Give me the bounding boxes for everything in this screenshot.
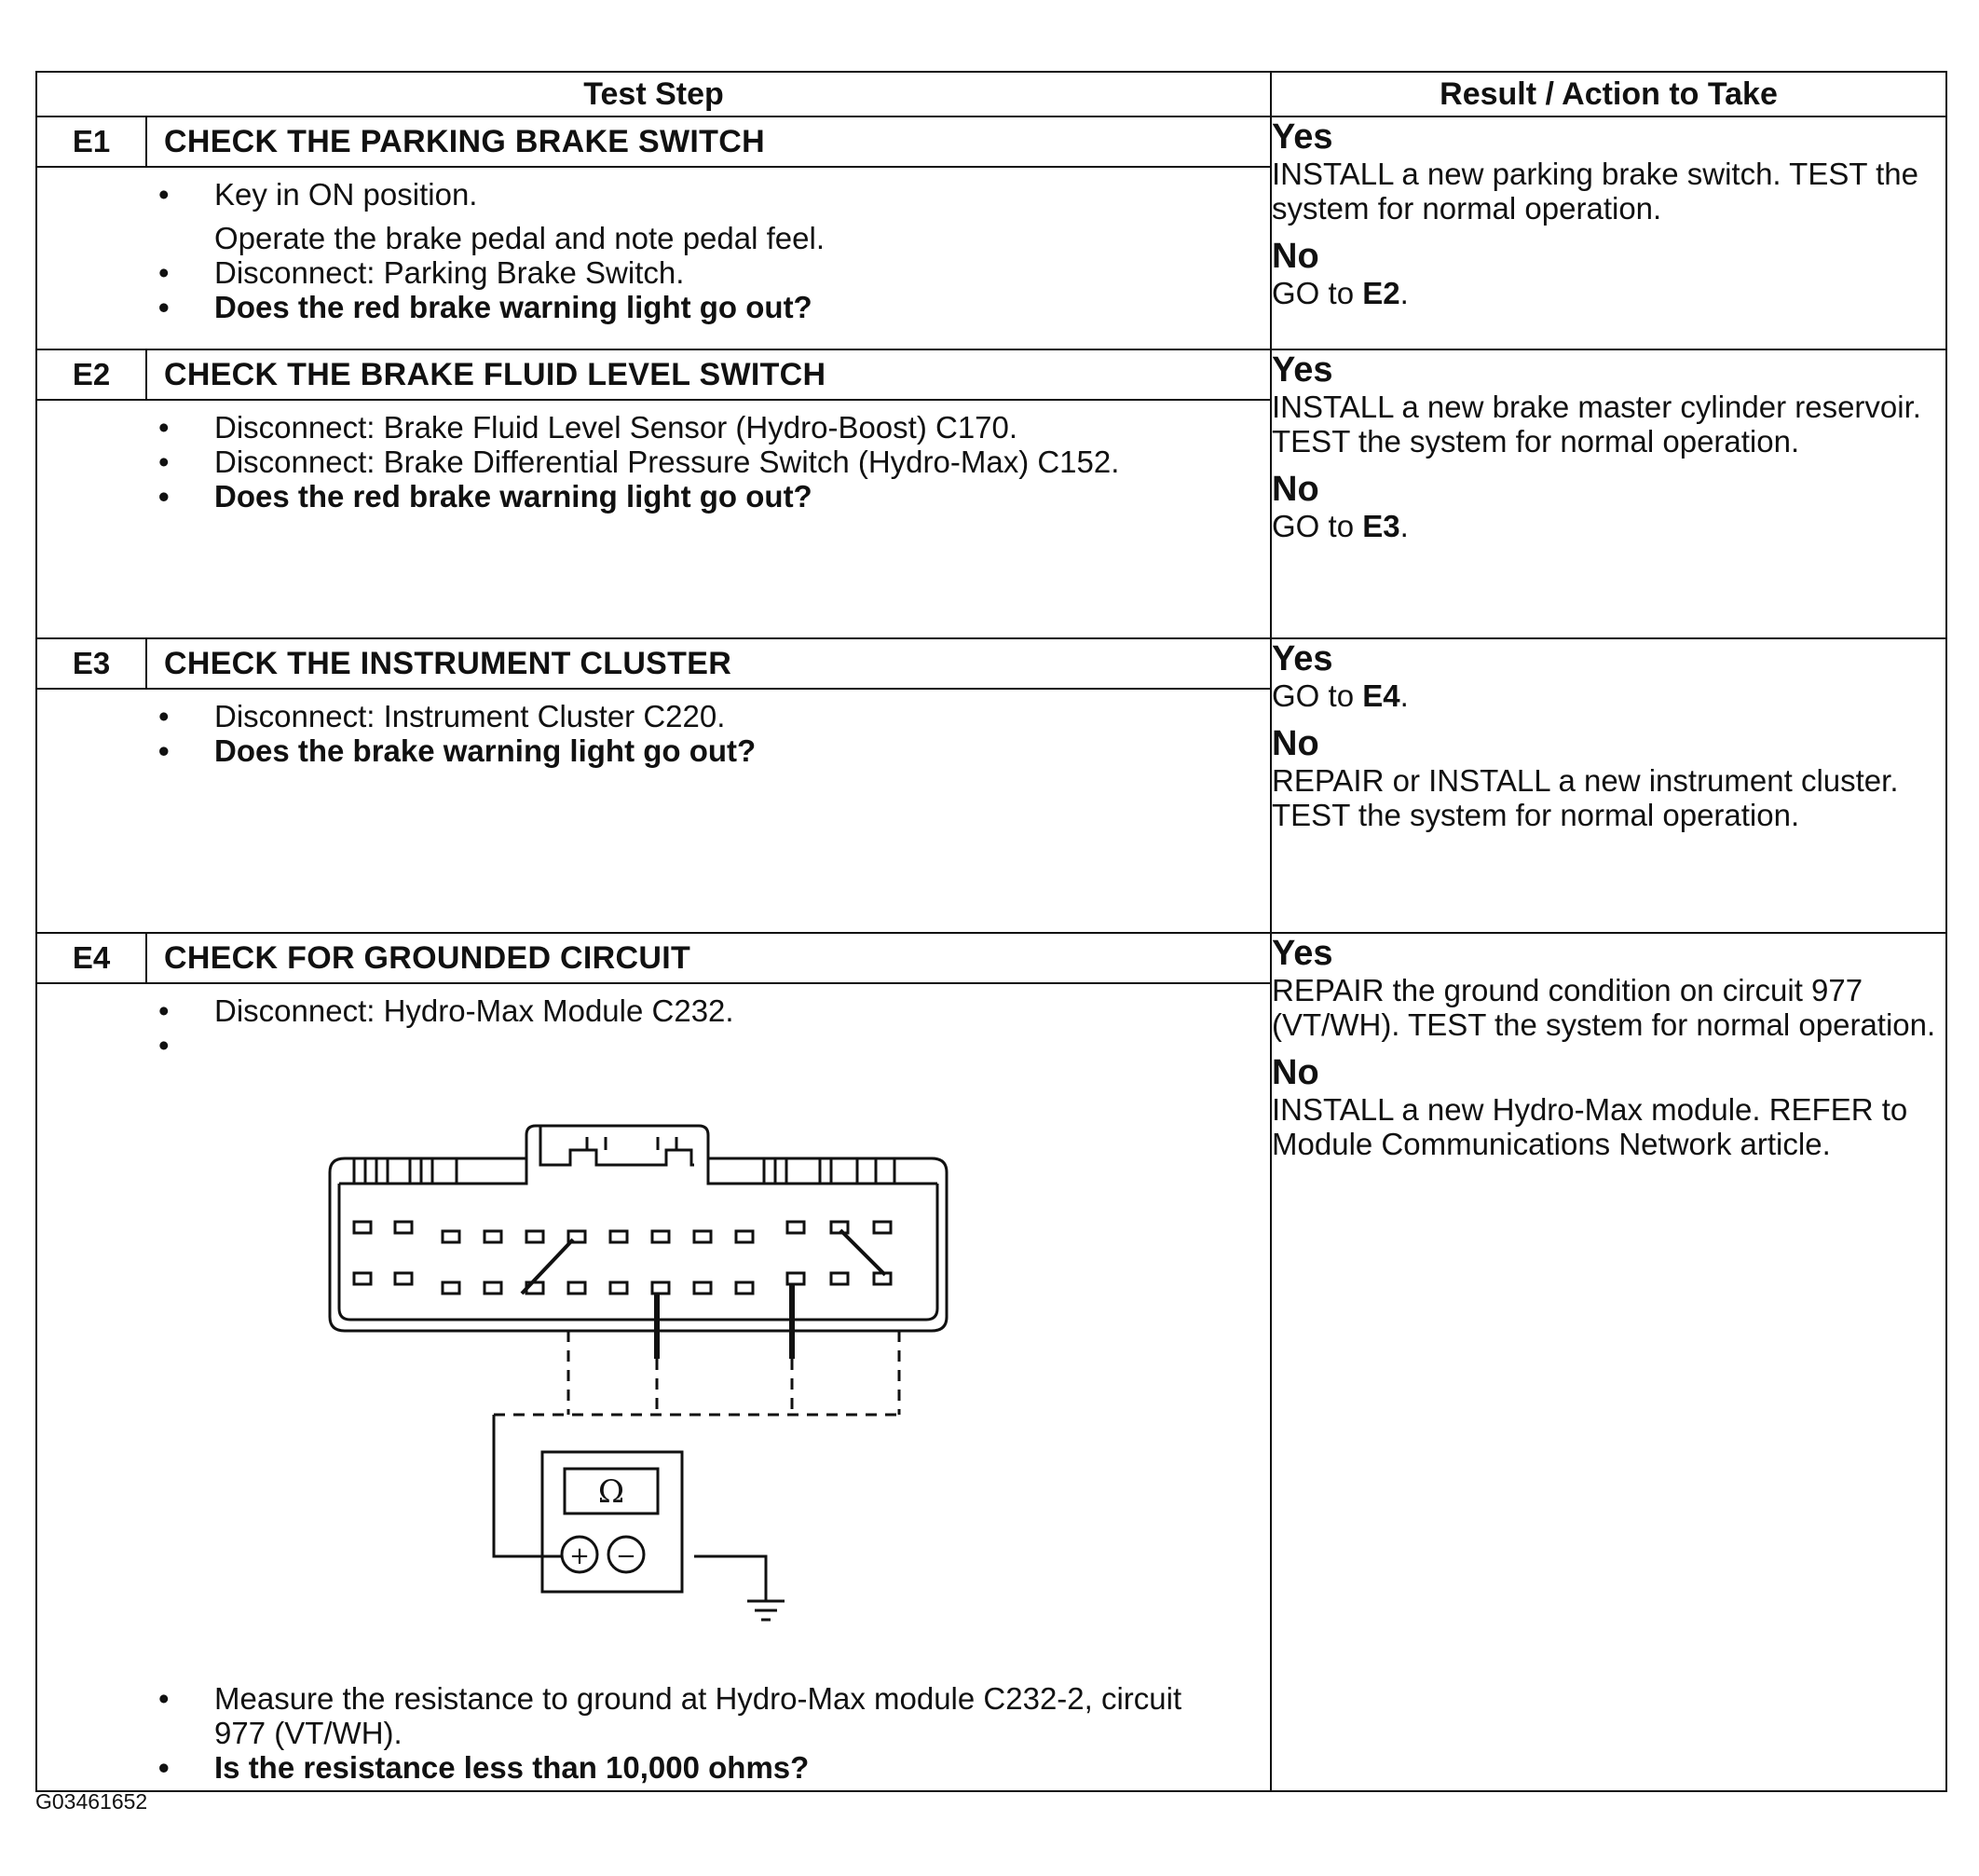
ohmmeter — [540, 1450, 684, 1594]
step-code: E4 — [35, 932, 147, 984]
step-e2-title-row: E2 CHECK THE BRAKE FLUID LEVEL SWITCH Ye… — [35, 349, 1948, 639]
step-code: E2 — [35, 349, 147, 401]
step-e3-result: Yes GO to E4. No REPAIR or INSTALL a new… — [1270, 637, 1948, 934]
list-item: Disconnect: Instrument Cluster C220. — [37, 699, 1233, 733]
no-label: No — [1272, 724, 1319, 763]
yes-label: Yes — [1272, 934, 1333, 973]
list-item-question: Does the brake warning light go out? — [37, 733, 1233, 768]
connector-test-diagram: Ω + − — [328, 1124, 949, 1622]
plus-symbol: + — [569, 1542, 590, 1570]
step-e1-body-row: Key in ON position. Operate the brake pe… — [34, 166, 1946, 350]
negative-terminal — [607, 1535, 646, 1574]
no-action: GO to E2. — [1272, 276, 1409, 310]
probe-right — [839, 1228, 887, 1277]
yes-action: INSTALL a new parking brake switch. TEST… — [1272, 157, 1918, 226]
step-e4-body-row: Disconnect: Hydro-Max Module C232. ​ — [34, 982, 1946, 1792]
step-e1-result: Yes INSTALL a new parking brake switch. … — [1270, 116, 1948, 350]
list-item: Measure the resistance to ground at Hydr… — [37, 1681, 1233, 1750]
meter-display — [563, 1467, 660, 1515]
step-e2-result: Yes INSTALL a new brake master cylinder … — [1270, 349, 1948, 639]
step-e3-title-row: E3 CHECK THE INSTRUMENT CLUSTER Yes GO t… — [35, 637, 1948, 934]
step-title: CHECK FOR GROUNDED CIRCUIT — [144, 932, 1273, 984]
probe-left — [520, 1238, 575, 1295]
list-item-diagram: ​ — [37, 1028, 1233, 1062]
step-e4-bullets: Disconnect: Hydro-Max Module C232. ​ — [37, 993, 1233, 1062]
step-code: E1 — [35, 116, 147, 168]
ohm-symbol: Ω — [598, 1473, 624, 1511]
list-item: Operate the brake pedal and note pedal f… — [214, 221, 825, 255]
diagnostic-table: Test Step Result / Action to Take E1 CHE… — [34, 71, 1948, 1792]
connector-latch — [539, 1126, 694, 1167]
no-action: INSTALL a new Hydro-Max module. REFER to… — [1272, 1092, 1908, 1161]
step-e4-bullets-after: Measure the resistance to ground at Hydr… — [37, 1681, 1233, 1785]
minus-symbol: − — [616, 1542, 636, 1570]
no-action: GO to E3. — [1272, 509, 1409, 543]
list-item-question: Does the red brake warning light go out? — [37, 290, 1233, 324]
step-e3-bullets: Disconnect: Instrument Cluster C220. Doe… — [37, 699, 1233, 768]
step-e2-body-row: Disconnect: Brake Fluid Level Sensor (Hy… — [34, 399, 1946, 639]
connector-housing — [328, 1124, 949, 1333]
header-result-action: Result / Action to Take — [1270, 71, 1948, 117]
step-e4-result: Yes REPAIR the ground condition on circu… — [1270, 932, 1948, 1792]
list-item: Key in ON position. — [37, 177, 1233, 212]
list-item: Disconnect: Parking Brake Switch. — [37, 255, 1233, 290]
yes-action: GO to E4. — [1272, 678, 1409, 713]
list-item: Disconnect: Brake Fluid Level Sensor (Hy… — [37, 410, 1233, 445]
no-label: No — [1272, 470, 1319, 509]
step-title: CHECK THE PARKING BRAKE SWITCH — [144, 116, 1273, 168]
yes-label: Yes — [1272, 639, 1333, 678]
no-label: No — [1272, 1053, 1319, 1092]
table-header-row: Test Step Result / Action to Take — [34, 71, 1948, 117]
yes-action: INSTALL a new brake master cylinder rese… — [1272, 390, 1921, 459]
ground-icon — [747, 1599, 785, 1622]
step-title: CHECK THE INSTRUMENT CLUSTER — [144, 637, 1273, 690]
step-e1-title-row: E1 CHECK THE PARKING BRAKE SWITCH Yes IN… — [35, 116, 1948, 350]
step-e2-bullets: Disconnect: Brake Fluid Level Sensor (Hy… — [37, 410, 1233, 514]
figure-id: G03461652 — [35, 1789, 148, 1814]
list-item-question: Does the red brake warning light go out? — [37, 479, 1233, 514]
yes-label: Yes — [1272, 117, 1333, 157]
list-item: Disconnect: Hydro-Max Module C232. — [37, 993, 1233, 1028]
pin-row-bottom — [352, 1271, 893, 1295]
lead-positive — [492, 1415, 561, 1558]
positive-terminal — [560, 1535, 599, 1574]
yes-action: REPAIR the ground condition on circuit 9… — [1272, 973, 1936, 1042]
no-action: REPAIR or INSTALL a new instrument clust… — [1272, 763, 1899, 832]
yes-label: Yes — [1272, 350, 1333, 390]
header-test-step: Test Step — [34, 71, 1273, 117]
pin-row-top — [352, 1220, 893, 1244]
no-label: No — [1272, 237, 1319, 276]
step-code: E3 — [35, 637, 147, 690]
step-e3-body-row: Disconnect: Instrument Cluster C220. Doe… — [34, 688, 1946, 934]
lead-negative — [694, 1554, 768, 1601]
list-item-question: Is the resistance less than 10,000 ohms? — [37, 1750, 1233, 1785]
step-e4-title-row: E4 CHECK FOR GROUNDED CIRCUIT Yes REPAIR… — [35, 932, 1948, 1792]
step-e1-bullets: Key in ON position. Operate the brake pe… — [37, 177, 1233, 324]
list-item: Disconnect: Brake Differential Pressure … — [37, 445, 1233, 479]
step-title: CHECK THE BRAKE FLUID LEVEL SWITCH — [144, 349, 1273, 401]
